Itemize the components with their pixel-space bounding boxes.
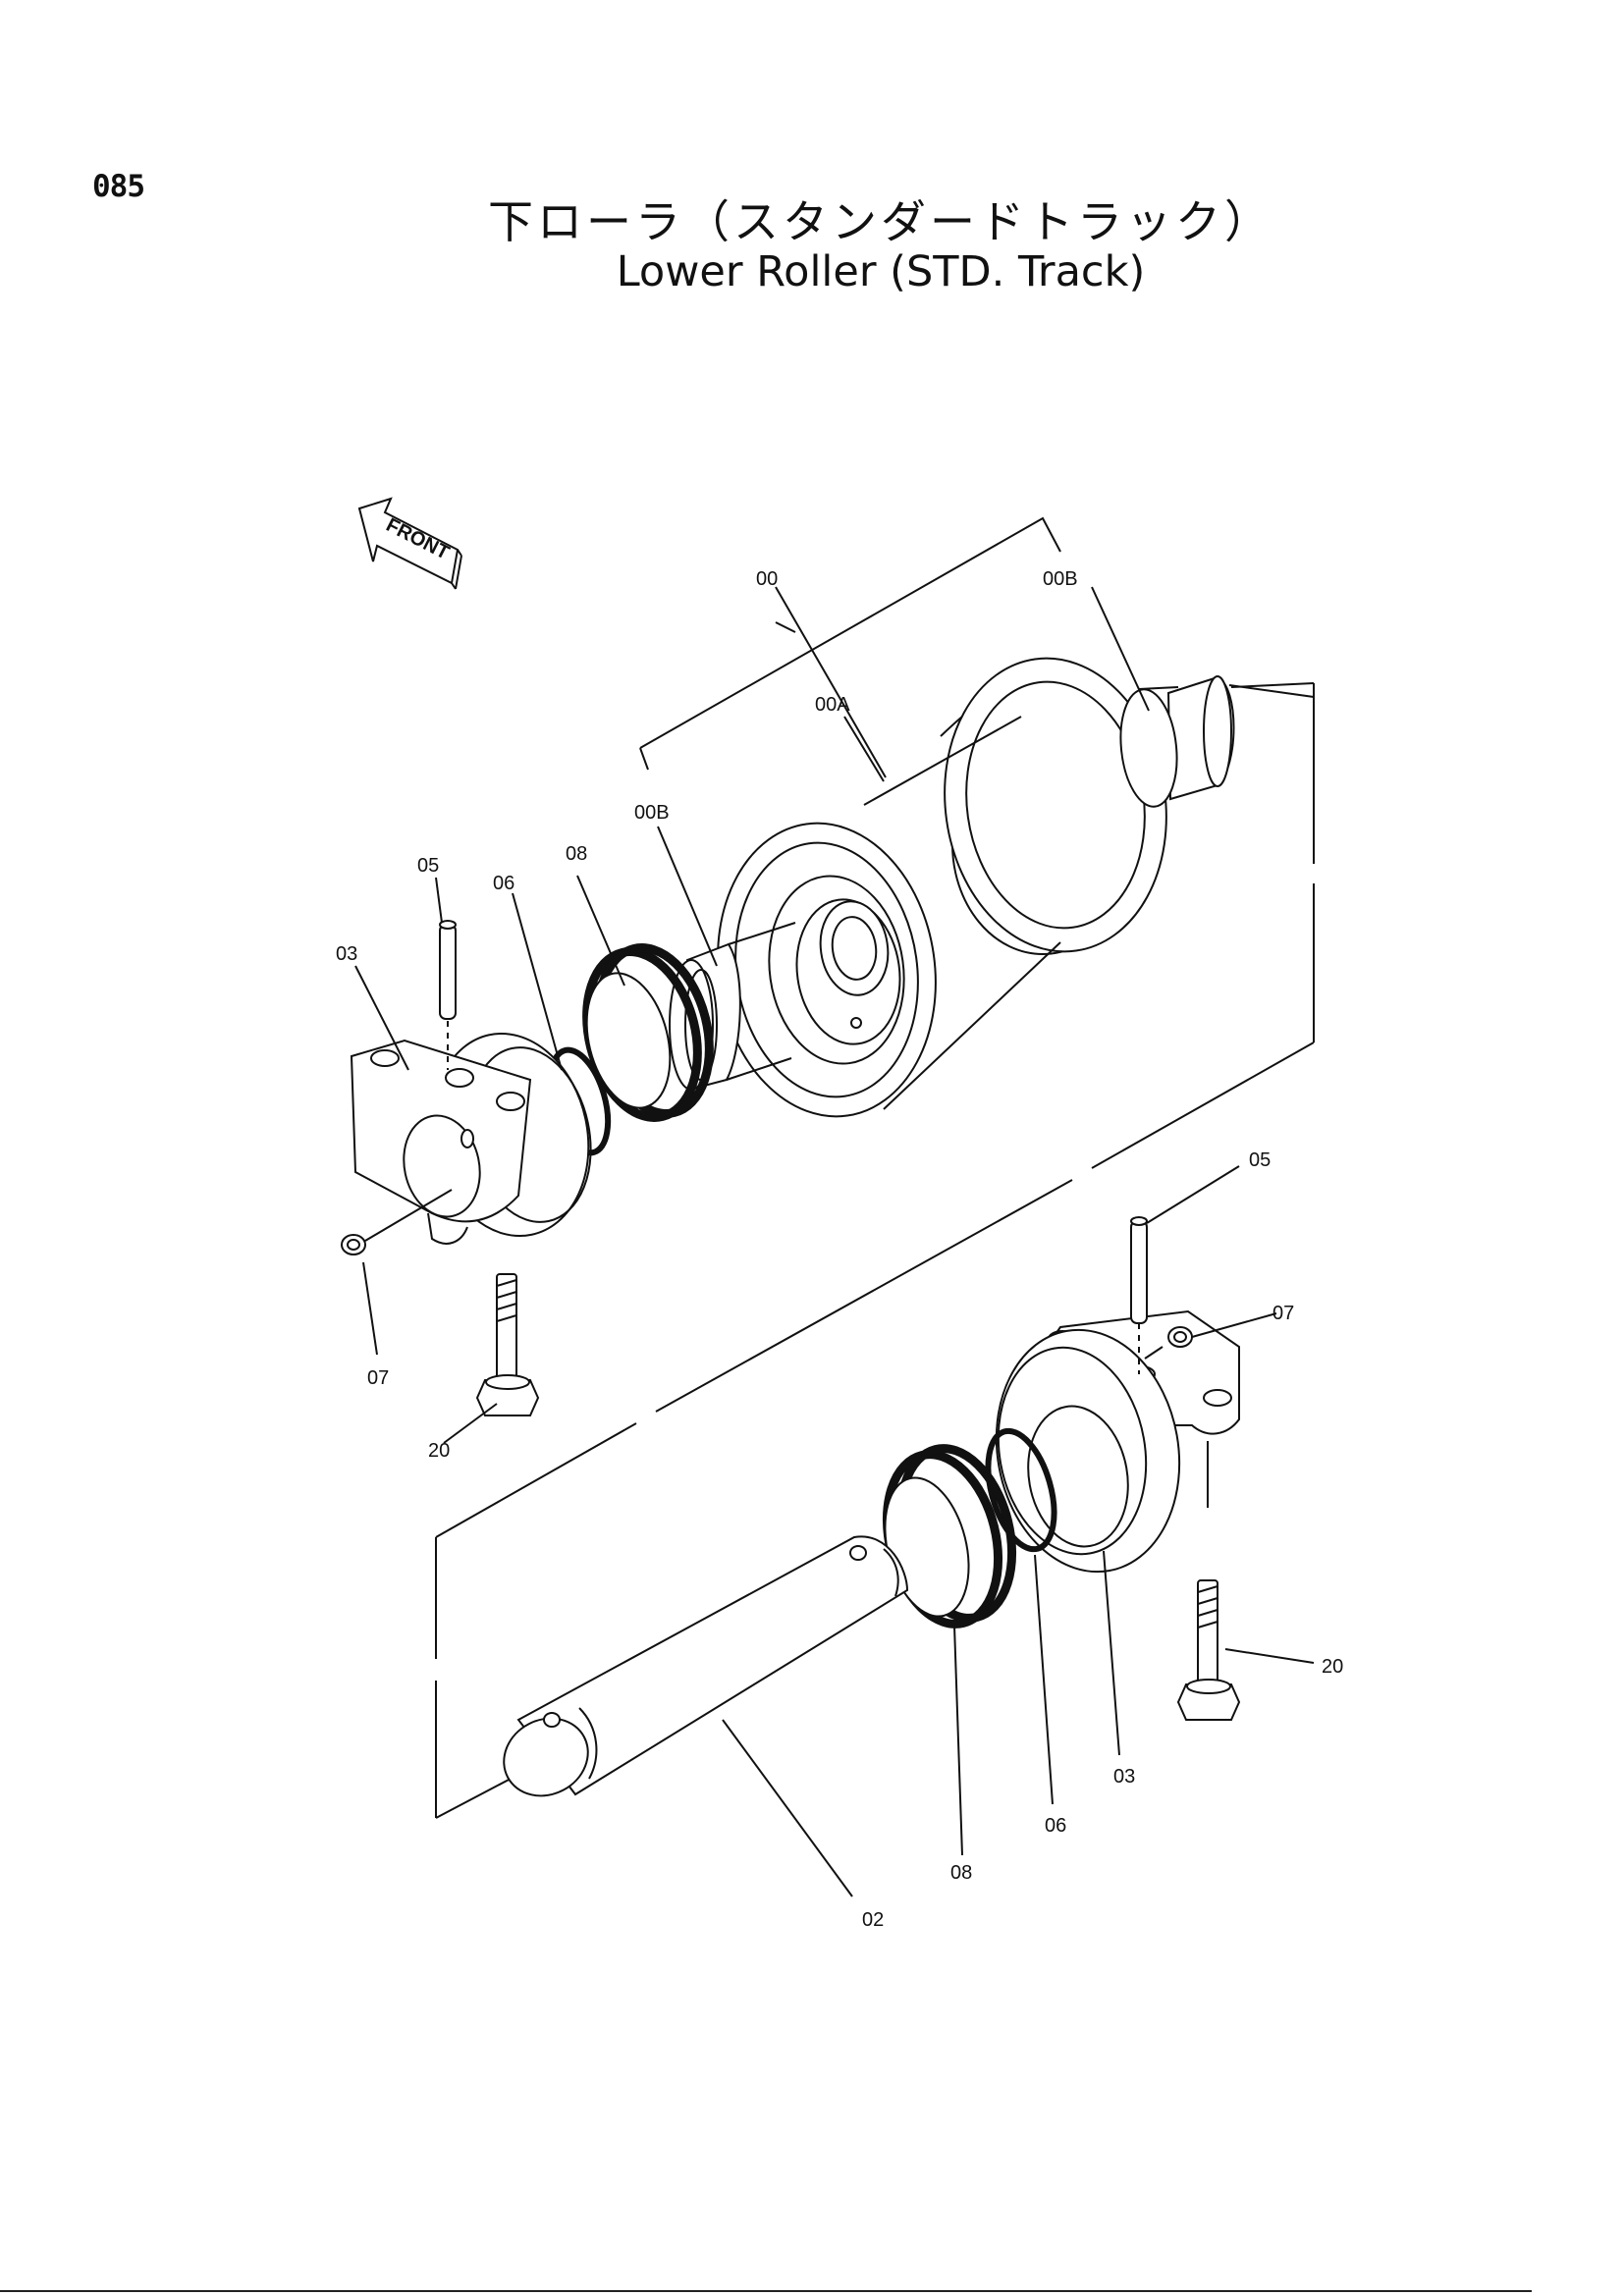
callout-20-upper: 20 [428, 1440, 450, 1462]
callout-00B-left: 00B [634, 802, 670, 824]
callout-03-upper: 03 [336, 943, 357, 965]
shaft [503, 1535, 909, 1797]
dashed-group-outline [435, 682, 1315, 1819]
callout-08-upper: 08 [566, 843, 587, 865]
callout-20-lower: 20 [1322, 1656, 1343, 1678]
collar-right [1119, 675, 1235, 808]
callout-03-lower: 03 [1113, 1766, 1135, 1788]
callout-08-lower: 08 [950, 1862, 972, 1884]
callout-06-lower: 06 [1045, 1815, 1066, 1837]
callout-06-upper: 06 [493, 873, 514, 894]
callout-05-lower: 05 [1249, 1149, 1271, 1171]
callout-00: 00 [756, 568, 778, 590]
callout-00B-top: 00B [1043, 568, 1078, 590]
pin-lower [1130, 1216, 1148, 1374]
title-japanese: 下ローラ（スタンダードトラック） [488, 195, 1273, 248]
pin-upper [439, 920, 457, 1070]
seal-upper [582, 943, 714, 1122]
callout-05-upper: 05 [417, 855, 439, 877]
plug-upper [341, 1189, 453, 1255]
page-number: 085 [92, 169, 145, 204]
bolt-upper [475, 1273, 540, 1416]
assembly-bracket [639, 516, 1061, 771]
callout-07-lower: 07 [1272, 1303, 1294, 1324]
roller-body [717, 657, 1167, 1118]
o-ring-lower [985, 1427, 1057, 1553]
title-english: Lower Roller (STD. Track) [616, 247, 1146, 296]
bracket-upper [350, 1032, 592, 1245]
callout-labels: 00 00A 00B 00B 05 06 08 03 07 20 05 07 2… [336, 568, 1343, 1931]
callout-02: 02 [862, 1909, 884, 1931]
front-arrow-icon: FRONT [357, 497, 462, 590]
bolt-lower [1176, 1579, 1241, 1721]
callout-07-upper: 07 [367, 1367, 389, 1389]
leader-lines [354, 586, 1315, 1897]
callout-00A: 00A [815, 694, 850, 716]
page-bottom-rule [0, 2290, 1532, 2292]
